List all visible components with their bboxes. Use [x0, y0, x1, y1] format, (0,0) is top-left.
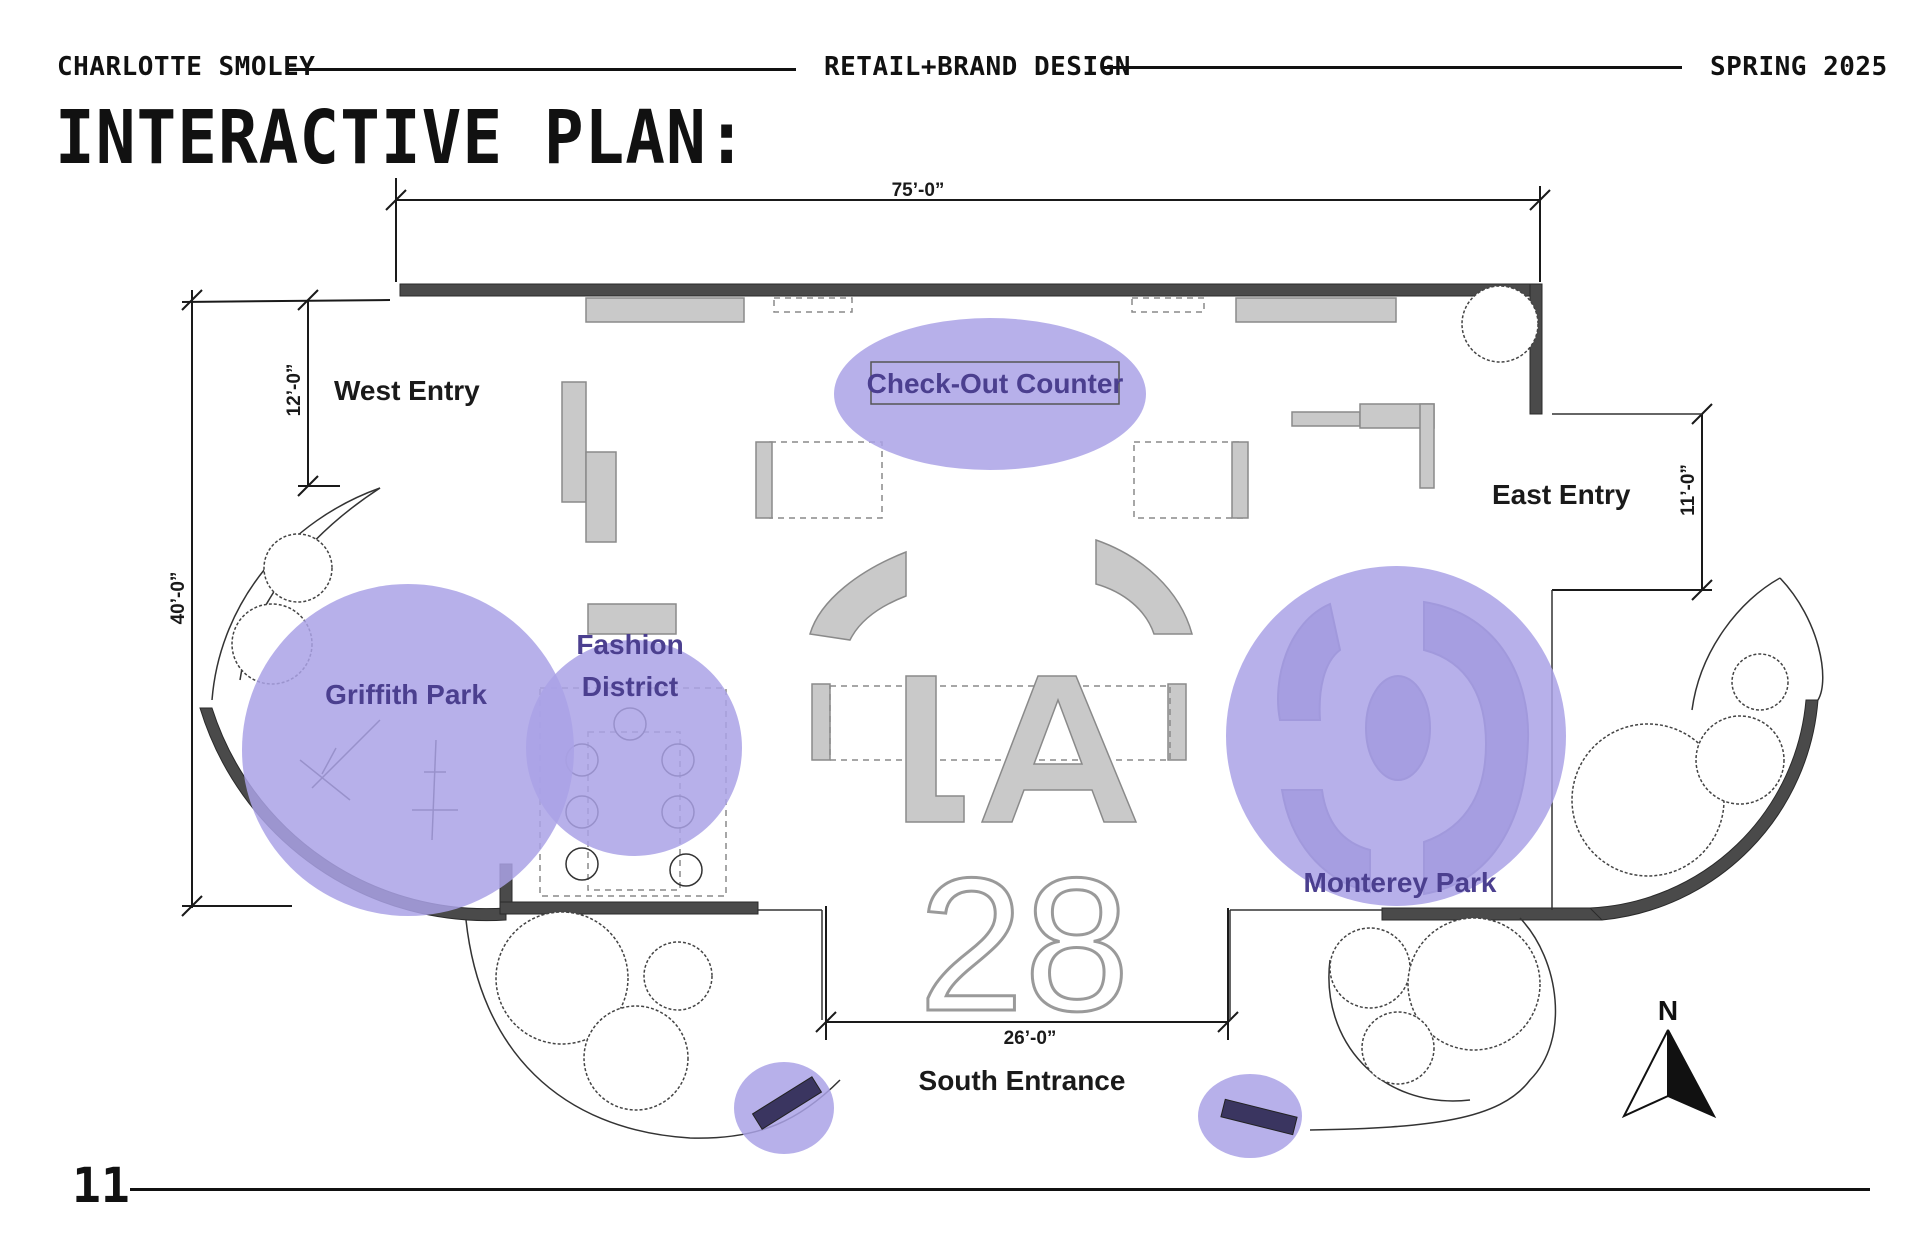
label-east-entry: East Entry — [1492, 479, 1631, 510]
tree-icon — [1731, 653, 1789, 711]
tree-icon — [583, 1005, 689, 1111]
tree-icon — [1407, 917, 1541, 1051]
label-griffith-park: Griffith Park — [325, 679, 487, 710]
author-name: CHARLOTTE SMOLEY — [57, 52, 316, 82]
north-arrow: N — [1621, 995, 1717, 1119]
sign-east — [1220, 1098, 1298, 1136]
sign-west — [751, 1076, 823, 1130]
footer-rule — [130, 1188, 1870, 1191]
checkout-label-box — [870, 361, 1120, 405]
page-number: 11 — [72, 1158, 130, 1214]
tree-icon — [1361, 1011, 1435, 1085]
dimension-east-entry: 11’-0” — [1552, 403, 1713, 601]
dimension-left: 40’-0” — [168, 289, 391, 917]
trees — [231, 285, 1789, 1111]
number-28: 28 — [918, 839, 1129, 1051]
fixtures — [299, 297, 1435, 897]
label-fashion-line2: District — [582, 671, 678, 702]
north-arrow-icon — [1621, 1029, 1669, 1119]
dim-east-entry: 11’-0” — [1678, 464, 1699, 516]
course-name: RETAIL+BRAND DESIGN — [824, 52, 1131, 82]
label-fashion-line1: Fashion — [576, 629, 683, 660]
dimension-south-entrance: 26’-0” — [815, 906, 1239, 1049]
page-title: INTERACTIVE PLAN: — [55, 94, 748, 181]
label-checkout-counter: Check-Out Counter — [867, 368, 1124, 399]
label-monterey-park: Monterey Park — [1304, 867, 1497, 898]
label-south-entrance: South Entrance — [919, 1065, 1126, 1096]
zones — [242, 318, 1566, 1158]
dim-west-entry: 12’-0” — [284, 364, 305, 417]
dim-south-entrance: 26’-0” — [1004, 1028, 1057, 1049]
header-rule-left — [286, 68, 796, 71]
tree-icon — [1461, 285, 1539, 363]
zone-griffith-park[interactable] — [242, 584, 574, 916]
tree-icon — [643, 941, 713, 1011]
tree-icon — [1329, 927, 1411, 1009]
dimension-top: 75’-0” — [385, 178, 1551, 282]
dim-height-left: 40’-0” — [168, 572, 189, 625]
dimension-west-entry: 12’-0” — [284, 289, 340, 497]
north-label: N — [1658, 995, 1678, 1026]
tree-icon — [495, 911, 629, 1045]
tree-icon — [1695, 715, 1785, 805]
header-rule-right — [1102, 66, 1682, 69]
zone-monterey-park[interactable] — [1226, 566, 1566, 906]
label-west-entry: West Entry — [334, 375, 480, 406]
la-graphic: 28 — [905, 675, 1138, 1053]
zone-fashion-district[interactable] — [526, 640, 742, 856]
term: SPRING 2025 — [1710, 52, 1888, 82]
dim-width-top: 75’-0” — [892, 180, 945, 201]
zone-checkout[interactable] — [834, 318, 1146, 470]
tree-icon — [263, 533, 333, 603]
